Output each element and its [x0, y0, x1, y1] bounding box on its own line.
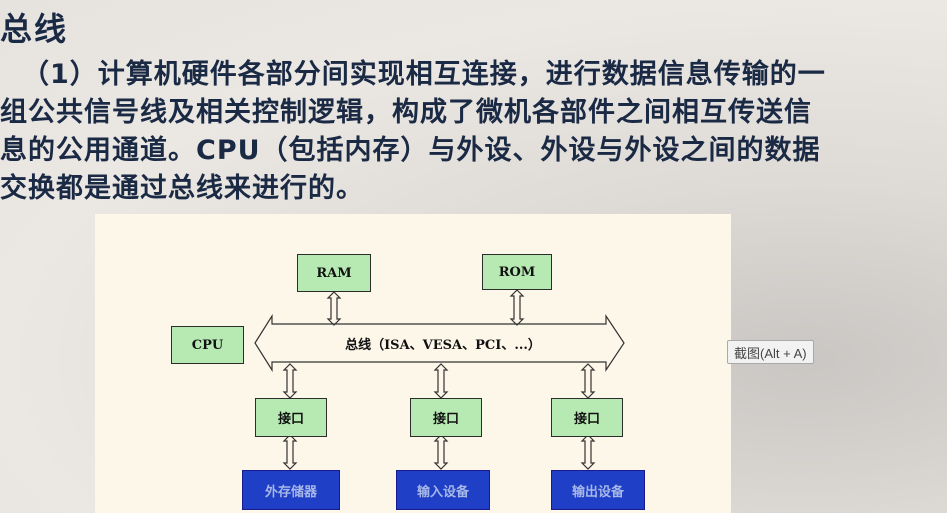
rom-bus-arrow	[509, 289, 525, 326]
ram-bus-arrow	[326, 291, 342, 326]
paragraph-line-4: 交换都是通过总线来进行的。	[0, 173, 364, 204]
cpu-box: CPU	[171, 326, 244, 364]
interface1-device-arrow	[282, 434, 298, 470]
interface-box-2: 接口	[410, 398, 482, 437]
interface3-device-arrow	[580, 434, 596, 470]
external-storage-box: 外存储器	[242, 470, 340, 510]
page-heading: 总线	[0, 10, 69, 48]
interface-box-1: 接口	[255, 398, 327, 437]
screenshot-tooltip: 截图(Alt + A)	[727, 340, 814, 364]
paragraph-line-2: 组公共信号线及相关控制逻辑，构成了微机各部件之间相互传送信	[0, 97, 812, 128]
bus-interface1-arrow	[282, 363, 298, 399]
bus-interface3-arrow	[580, 363, 596, 399]
interface-box-3: 接口	[551, 398, 623, 437]
interface2-device-arrow	[433, 434, 449, 470]
bus-label: 总线（ISA、VESA、PCI、...）	[345, 338, 541, 353]
bus-arrow	[254, 313, 625, 373]
rom-box: ROM	[482, 254, 552, 290]
input-device-box: 输入设备	[396, 470, 490, 510]
bus-interface2-arrow	[433, 363, 449, 399]
paragraph-line-3: 息的公用通道。CPU（包括内存）与外设、外设与外设之间的数据	[0, 135, 821, 166]
paragraph-line-1: （1）计算机硬件各部分间实现相互连接，进行数据信息传输的一	[22, 59, 826, 90]
output-device-box: 输出设备	[551, 470, 645, 510]
ram-box: RAM	[297, 254, 371, 292]
